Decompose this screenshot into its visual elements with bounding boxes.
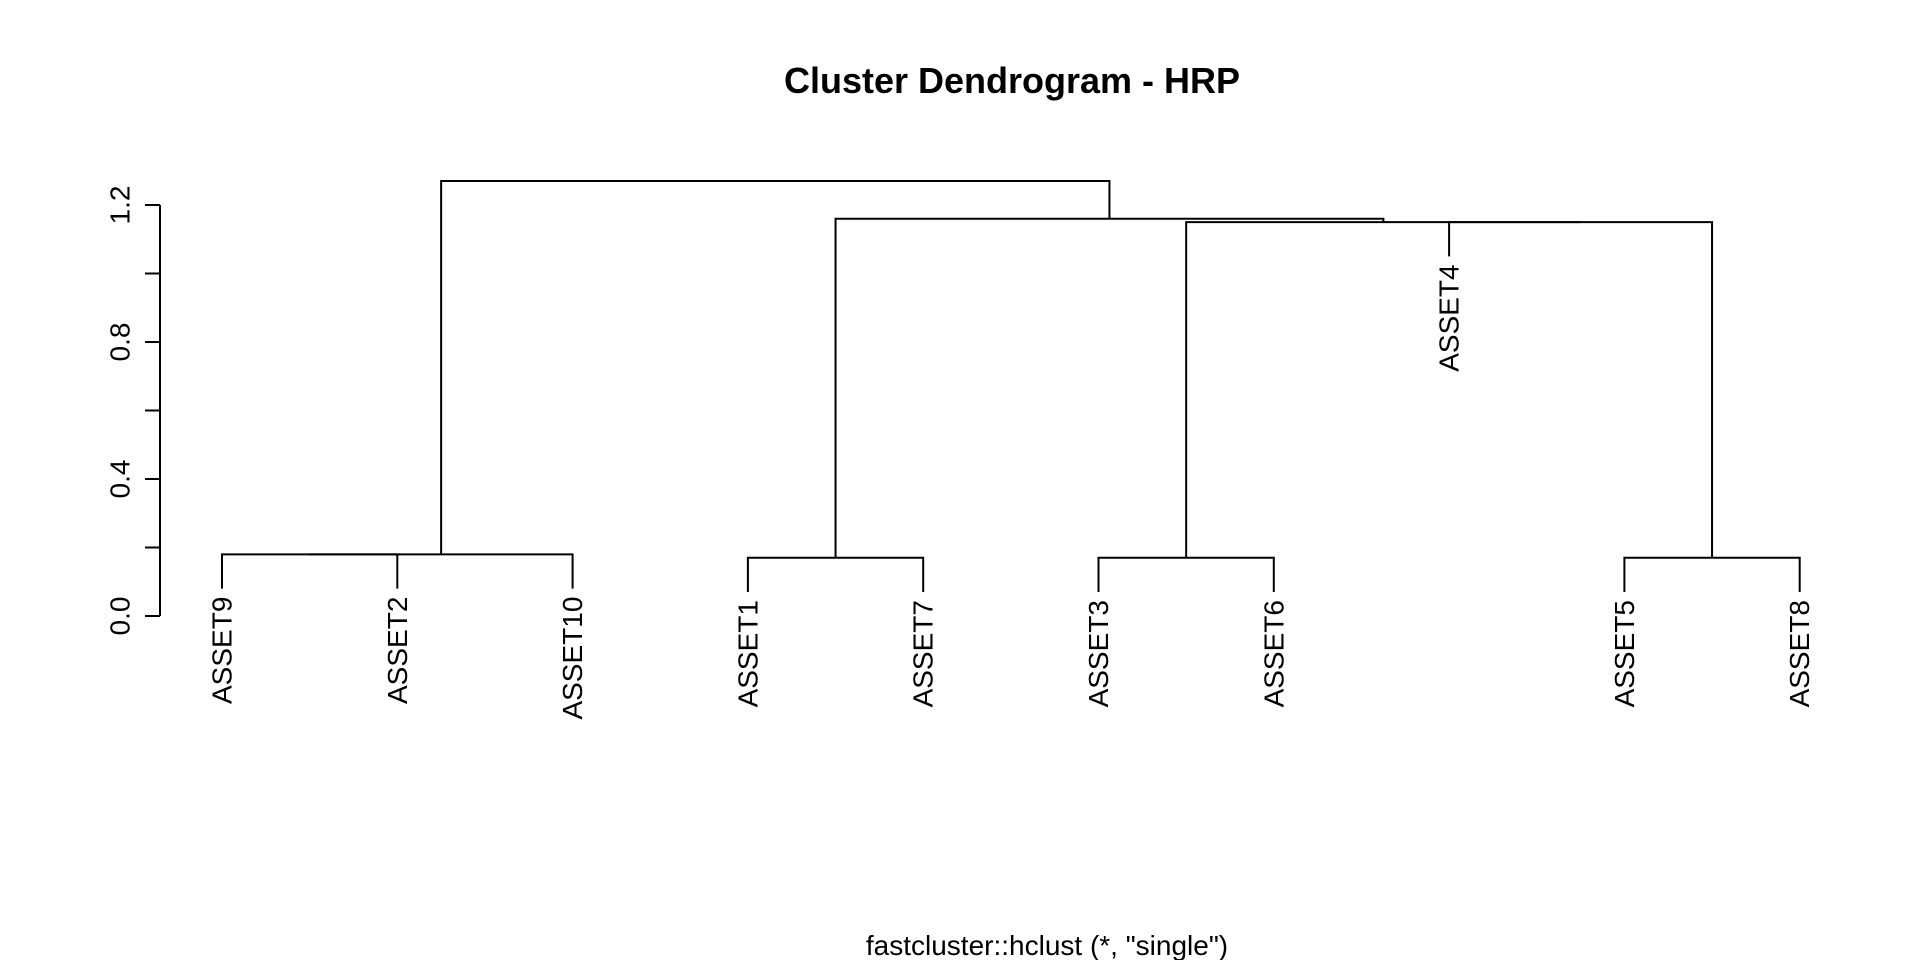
leaf-label: ASSET4 — [1434, 264, 1465, 371]
leaf-label: ASSET10 — [557, 597, 588, 720]
merge-branch — [746, 556, 925, 593]
leaf-label: ASSET9 — [207, 597, 238, 704]
chart-title: Cluster Dendrogram - HRP — [784, 60, 1240, 101]
chart-subtitle: fastcluster::hclust (*, "single") — [866, 930, 1228, 960]
merge-branch — [1097, 556, 1275, 593]
merge-branch — [221, 553, 399, 589]
y-axis: 0.0 0.4 0.8 1.2 — [105, 186, 161, 636]
merge-branch — [834, 217, 1385, 558]
merge-branch — [440, 180, 1111, 555]
merge-branch — [309, 553, 574, 589]
leaf-label: ASSET5 — [1609, 600, 1640, 707]
leaf-label: ASSET7 — [908, 600, 939, 707]
leaf-label: ASSET1 — [732, 600, 763, 707]
dendrogram-tree — [221, 180, 1801, 593]
leaf-label: ASSET3 — [1083, 600, 1114, 707]
leaf-label: ASSET8 — [1784, 600, 1815, 707]
leaf-label: ASSET6 — [1258, 600, 1289, 707]
leaf-label: ASSET2 — [382, 597, 413, 704]
y-tick-label: 0.8 — [105, 323, 136, 362]
y-tick-label: 0.4 — [105, 460, 136, 499]
y-tick-label: 1.2 — [105, 186, 136, 225]
y-tick-label: 0.0 — [105, 597, 136, 636]
merge-branch — [1185, 221, 1581, 558]
leaf-labels: ASSET9 ASSET2 ASSET10 ASSET1 ASSET7 ASSET3 ASS… — [207, 264, 1816, 719]
merge-branch — [1448, 221, 1714, 558]
merge-branch — [1623, 556, 1801, 593]
